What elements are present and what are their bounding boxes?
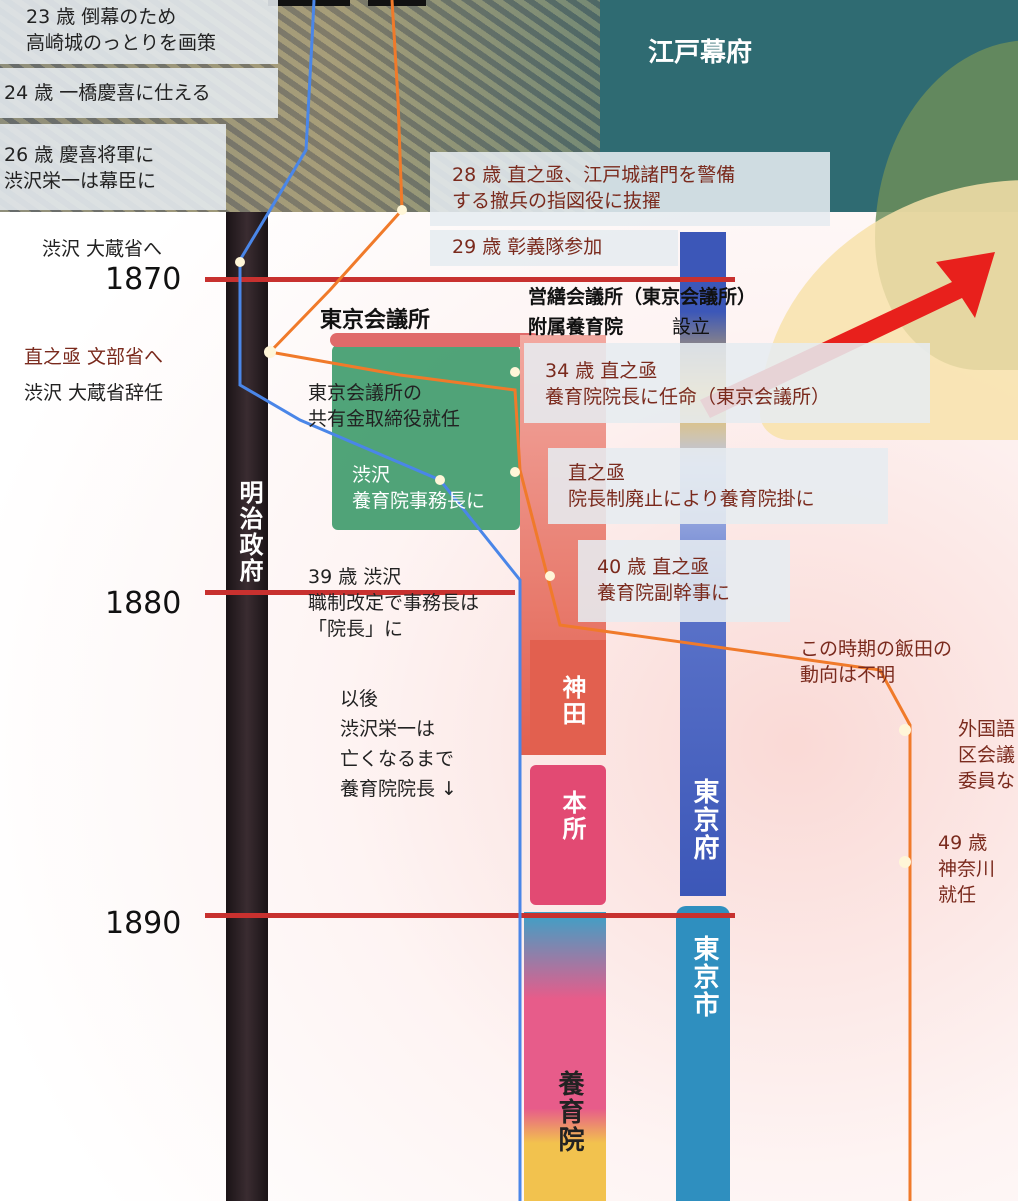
- year-line-1880: [205, 590, 515, 595]
- mid-label: 39 歳 渋沢 職制改定で事務長は 「院長」に: [308, 566, 480, 640]
- yoikuin-label: 養育院: [554, 1070, 584, 1154]
- mid-label: 渋沢 養育院事務長に: [352, 464, 486, 512]
- top-tab: [368, 0, 426, 6]
- left-label-box: [0, 68, 278, 118]
- left-label: 渋沢 大蔵省へ: [42, 238, 163, 260]
- left-label: 23 歳 倒幕のため 高崎城のっとりを画策: [26, 6, 217, 54]
- left-label-box: [0, 0, 278, 64]
- sparkle-points: [235, 205, 911, 868]
- right-label: 直之亟 院長制廃止により養育院掛に: [568, 462, 815, 510]
- kaigisho-block: [332, 345, 520, 530]
- meiji-government-label: 明治政府: [235, 480, 263, 584]
- right-label: この時期の飯田の 動向は不明: [800, 638, 953, 686]
- left-label: 26 歳 慶喜将軍に 渋沢栄一は幕臣に: [4, 144, 157, 192]
- sparkle-point: [899, 856, 911, 868]
- right-label: 49 歳 神奈川 就任: [938, 832, 996, 906]
- year-line-1890: [205, 913, 735, 918]
- kanda-label: 神田: [558, 675, 586, 727]
- left-label: 渋沢 大蔵省辞任: [24, 382, 164, 404]
- mid-label: 東京会議所の 共有金取締役就任: [308, 382, 461, 430]
- sparkle-point: [397, 205, 407, 215]
- right-label-box: [578, 540, 790, 622]
- right-label: 40 歳 直之亟 養育院副幹事に: [597, 556, 731, 604]
- kaigisho-title: 東京会議所: [320, 308, 431, 333]
- year-label-1880: 1880: [105, 586, 182, 621]
- tokyo-shi-label: 東京市: [689, 935, 719, 1019]
- sparkle-point: [545, 571, 555, 581]
- right-label: 29 歳 彰義隊参加: [452, 236, 603, 258]
- tokyo-shi-bar: [676, 906, 730, 1201]
- right-label-box: [430, 230, 678, 266]
- sparkle-point: [235, 257, 245, 267]
- sparkle-point: [899, 724, 911, 736]
- fuzoku-yoikuin-label: 附属養育院: [528, 316, 624, 338]
- mid-label: 以後 渋沢栄一は 亡くなるまで 養育院院長 ↓: [340, 688, 457, 800]
- top-tab: [268, 0, 350, 6]
- right-label: 28 歳 直之亟、江戸城諸門を警備 する撤兵の指図役に抜擢: [452, 164, 736, 212]
- sparkle-point: [510, 467, 520, 477]
- year-label-1870: 1870: [105, 262, 182, 297]
- right-label: 34 歳 直之亟 養育院院長に任命（東京会議所）: [545, 360, 831, 408]
- left-label: 直之亟 文部省へ: [24, 346, 164, 368]
- tokyo-fu-label: 東京府: [689, 778, 719, 862]
- right-label-box: [430, 152, 830, 226]
- eizen-kaigisho-label: 営繕会議所（東京会議所）: [528, 286, 757, 308]
- year-label-1890: 1890: [105, 906, 182, 941]
- shibusawa-lifeline: [238, 0, 522, 1201]
- right-label: 外国語 区会議 委員な: [958, 718, 1016, 792]
- year-line-1870: [205, 277, 735, 282]
- yoikuin-bar: [524, 912, 606, 1201]
- honjo-bar: [530, 765, 606, 905]
- sparkle-point: [264, 346, 276, 358]
- sparkle-point: [435, 475, 445, 485]
- right-label-box: [524, 343, 930, 423]
- honjo-label: 本所: [558, 790, 586, 842]
- setsuritsu-label: 設立: [672, 316, 711, 338]
- edo-era-title: 江戸幕府: [648, 38, 753, 68]
- left-label-box: [0, 124, 226, 210]
- right-label-box: [548, 448, 888, 524]
- kanda-bar: [530, 640, 606, 755]
- meiji-government-bar: [226, 212, 268, 1201]
- kaigisho-top-strip: [330, 333, 540, 347]
- left-label: 24 歳 一橋慶喜に仕える: [4, 82, 211, 104]
- sparkle-point: [510, 367, 520, 377]
- naonojo-lifeline: [266, 0, 912, 1201]
